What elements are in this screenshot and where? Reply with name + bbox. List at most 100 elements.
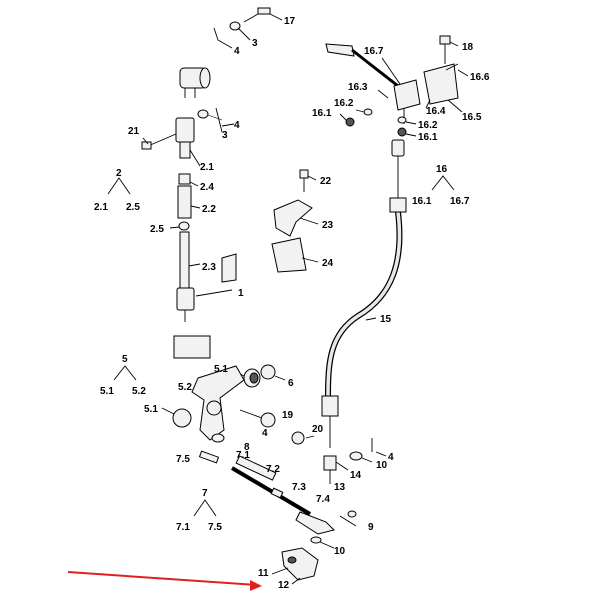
legend-7-right: 7.5 — [208, 522, 222, 533]
bushing-20 — [291, 431, 315, 445]
legend-triangle-16 — [431, 175, 455, 191]
label-7-5: 7.5 — [176, 454, 190, 465]
clevis-7-4 — [295, 511, 335, 535]
label-16-2: 16.2 — [334, 98, 354, 109]
label-22: 22 — [320, 176, 332, 187]
label-13: 13 — [334, 482, 346, 493]
label-10: 10 — [376, 460, 388, 471]
label-24: 24 — [322, 258, 334, 269]
label-2-5: 2.5 — [150, 224, 164, 235]
washer-3-top — [229, 21, 251, 41]
nut-7-3 — [270, 487, 284, 499]
label-9: 9 — [368, 522, 374, 533]
bushing-19 — [239, 409, 276, 428]
label-5-1: 5.1 — [214, 364, 228, 375]
legend-7-left: 7.1 — [176, 522, 190, 533]
nut-2-4 — [178, 173, 199, 187]
label-4: 4 — [234, 46, 240, 57]
label-16-2: 16.2 — [418, 120, 438, 131]
label-3: 3 — [222, 130, 228, 141]
label-2-3: 2.3 — [202, 262, 216, 273]
label-21: 21 — [128, 126, 140, 137]
plate-bracket — [173, 335, 211, 359]
label-15: 15 — [380, 314, 392, 325]
label-10: 10 — [334, 546, 346, 557]
label-12: 12 — [278, 580, 290, 591]
legend-triangle-2 — [107, 177, 131, 195]
label-16-1: 16.1 — [418, 132, 438, 143]
legend-5-left: 5.1 — [100, 386, 114, 397]
legend-2-right: 2.5 — [126, 202, 140, 213]
pin-1 — [195, 253, 237, 297]
red-pointer-arrow — [67, 571, 262, 591]
legend-triangle-7 — [193, 499, 217, 517]
rod-2-3 — [179, 231, 201, 289]
lever-base-16-4 — [393, 79, 421, 124]
label-16-6: 16.6 — [470, 72, 490, 83]
label-1: 1 — [238, 288, 244, 299]
washer-3-mid — [197, 107, 235, 133]
label-11: 11 — [258, 568, 269, 579]
pin-21 — [141, 133, 177, 150]
bolt-18 — [439, 35, 459, 64]
label-18: 18 — [462, 42, 474, 53]
nut-7-5 — [198, 450, 220, 464]
legend-triangle-5 — [113, 365, 137, 381]
label-17: 17 — [284, 16, 296, 27]
label-4: 4 — [234, 120, 240, 131]
label-7-3: 7.3 — [292, 482, 306, 493]
bushing-5-1-lower — [161, 407, 192, 428]
cable-end-13-14 — [323, 455, 349, 484]
legend-16-left: 16.1 — [412, 196, 432, 207]
washer-10-lower — [310, 536, 335, 549]
label-20: 20 — [312, 424, 324, 435]
legend-5-right: 5.2 — [132, 386, 146, 397]
sleeve-2-2 — [177, 185, 201, 219]
clevis-lower — [176, 287, 195, 322]
label-5-1: 5.1 — [144, 404, 158, 415]
bracket-16-5 — [423, 63, 463, 113]
bracket-23 — [273, 199, 319, 237]
washer-8 — [211, 433, 225, 443]
legend-2-top: 2 — [116, 168, 122, 179]
lever-clevis-16 — [391, 139, 405, 198]
pin-16-6 — [445, 63, 469, 77]
bell-crank-5-2 — [191, 365, 245, 441]
legend-16-right: 16.7 — [450, 196, 470, 207]
label-16-1: 16.1 — [312, 108, 332, 119]
label-2-1: 2.1 — [200, 162, 214, 173]
fitting-11-12 — [271, 547, 319, 585]
legend-5-top: 5 — [122, 354, 128, 365]
washer-10-cable — [349, 451, 373, 463]
label-6: 6 — [288, 378, 294, 389]
bushing-5-1-upper — [231, 368, 261, 388]
plate-24 — [271, 237, 319, 273]
label-16-5: 16.5 — [462, 112, 482, 123]
cable-15 — [321, 197, 407, 448]
label-2-2: 2.2 — [202, 204, 216, 215]
bolt-4-cable — [371, 438, 387, 457]
top-fork-2 — [179, 67, 211, 98]
clevis-2-1 — [175, 117, 201, 167]
label-19: 19 — [282, 410, 294, 421]
label-7-1: 7.1 — [236, 450, 250, 461]
label-8: 8 — [244, 442, 250, 453]
label-16-3: 16.3 — [348, 82, 368, 93]
bolt-17 — [243, 7, 283, 23]
lever-handle-16-7 — [325, 43, 399, 88]
bolt-22 — [299, 169, 317, 192]
bushing-6 — [260, 364, 286, 381]
label-5-2: 5.2 — [178, 382, 192, 393]
legend-16-top: 16 — [436, 164, 448, 175]
label-7-2: 7.2 — [266, 464, 280, 475]
nut-2-5 — [169, 221, 190, 231]
label-7-4: 7.4 — [316, 494, 330, 505]
pin-4-top — [213, 27, 233, 49]
legend-2-left: 2.1 — [94, 202, 108, 213]
pin-9 — [339, 510, 357, 527]
label-3: 3 — [252, 38, 258, 49]
label-23: 23 — [322, 220, 334, 231]
label-16-4: 16.4 — [426, 106, 446, 117]
legend-7-top: 7 — [202, 488, 208, 499]
